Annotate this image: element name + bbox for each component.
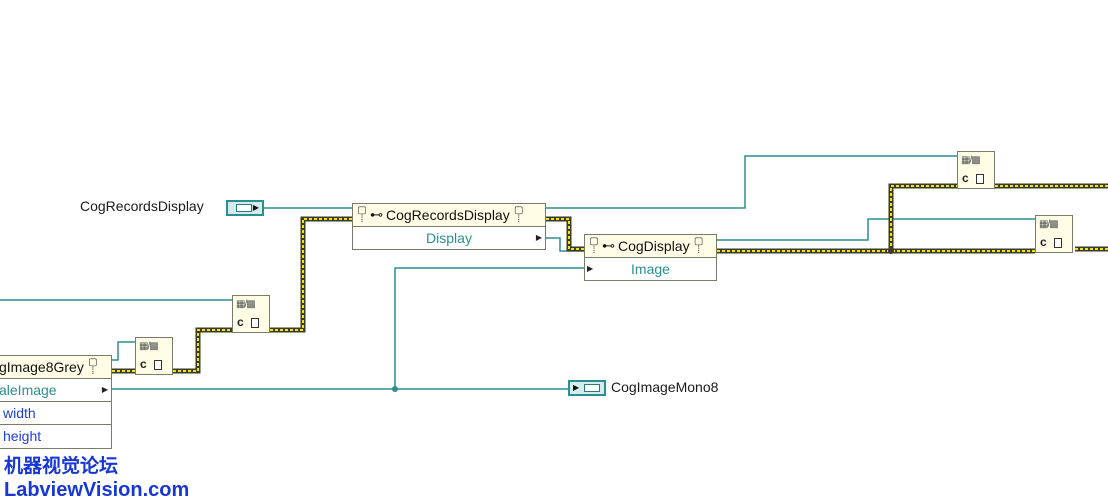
ref-icon: ▢⁞ <box>357 205 367 225</box>
grey-image-property-row[interactable]: aleImage ▶ <box>0 378 112 402</box>
width-property-label: width <box>3 405 36 421</box>
records-display-node-title: CogRecordsDisplay <box>386 207 510 223</box>
key-icon: ⊷ <box>602 238 615 253</box>
key-icon: ⊷ <box>370 207 383 222</box>
records-display-control-terminal[interactable]: ▶ <box>226 200 264 216</box>
ref-icon: ▢⁞ <box>513 205 524 225</box>
class-letter-icon: c <box>237 315 244 329</box>
wire-display-to-convert-right <box>717 218 1035 241</box>
document-icon <box>251 318 259 328</box>
height-property-label: height <box>3 428 42 444</box>
records-display-control-label: CogRecordsDisplay <box>80 198 204 214</box>
image8grey-node-title: gImage8Grey <box>0 359 84 375</box>
refnum-indicator-icon <box>584 384 600 392</box>
display-property-label: Display <box>426 230 472 246</box>
input-arrow-icon: ▶ <box>587 264 594 273</box>
to-more-generic-class-node-1[interactable]: ▦/▩ c <box>135 337 173 375</box>
output-arrow-icon: ▶ <box>101 385 108 394</box>
ref-icon: ▢⁞ <box>693 236 704 256</box>
refnum-control-icon <box>236 204 252 212</box>
image-property-label: Image <box>631 261 670 277</box>
ref-icon: ▢⁞ <box>589 236 599 256</box>
image-mono8-indicator-label: CogImageMono8 <box>611 379 719 395</box>
input-arrow-icon: ▶ <box>573 383 580 392</box>
class-convert-icon: ▦/▩ <box>961 155 981 166</box>
wire-node-to-convert-top <box>546 155 957 209</box>
records-display-property-node[interactable]: ▢⁞ ⊷ CogRecordsDisplay ▢⁞ <box>352 203 546 227</box>
class-convert-icon: ▦/▩ <box>1039 219 1059 230</box>
cog-display-node-title: CogDisplay <box>618 238 690 254</box>
to-more-generic-class-node-2[interactable]: ▦/▩ c <box>232 295 270 333</box>
output-arrow-icon: ▶ <box>535 233 542 242</box>
class-letter-icon: c <box>962 171 969 185</box>
wire-grey-to-convert <box>112 341 135 361</box>
wire-junction <box>392 386 398 392</box>
document-icon <box>154 360 162 370</box>
refnum-junction <box>888 248 894 254</box>
image-property-row[interactable]: ▶ Image <box>584 257 717 281</box>
height-property-row[interactable]: height <box>0 424 112 449</box>
document-icon <box>976 174 984 184</box>
watermark-chinese: 机器视觉论坛 <box>4 456 119 477</box>
class-letter-icon: c <box>1040 235 1047 249</box>
ref-icon: ▢⁞ <box>88 357 98 377</box>
image8grey-property-node[interactable]: gImage8Grey ▢⁞ <box>0 355 112 379</box>
to-more-generic-class-node-3[interactable]: ▦/▩ c <box>957 151 995 189</box>
width-property-row[interactable]: width <box>0 401 112 425</box>
output-arrow-icon: ▶ <box>252 203 259 212</box>
image-mono8-indicator-terminal[interactable]: ▶ <box>568 380 606 396</box>
cog-display-property-node[interactable]: ▢⁞ ⊷ CogDisplay ▢⁞ <box>584 234 717 258</box>
wire-image-to-display <box>394 267 584 389</box>
class-convert-icon: ▦/▩ <box>139 341 159 352</box>
class-convert-icon: ▦/▩ <box>236 299 256 310</box>
document-icon <box>1054 238 1062 248</box>
display-property-row[interactable]: Display ▶ <box>352 226 546 250</box>
grey-image-property-label: aleImage <box>0 382 57 398</box>
to-more-generic-class-node-4[interactable]: ▦/▩ c <box>1035 215 1073 253</box>
watermark-site: LabviewVision.com <box>4 479 190 501</box>
class-letter-icon: c <box>140 357 147 371</box>
